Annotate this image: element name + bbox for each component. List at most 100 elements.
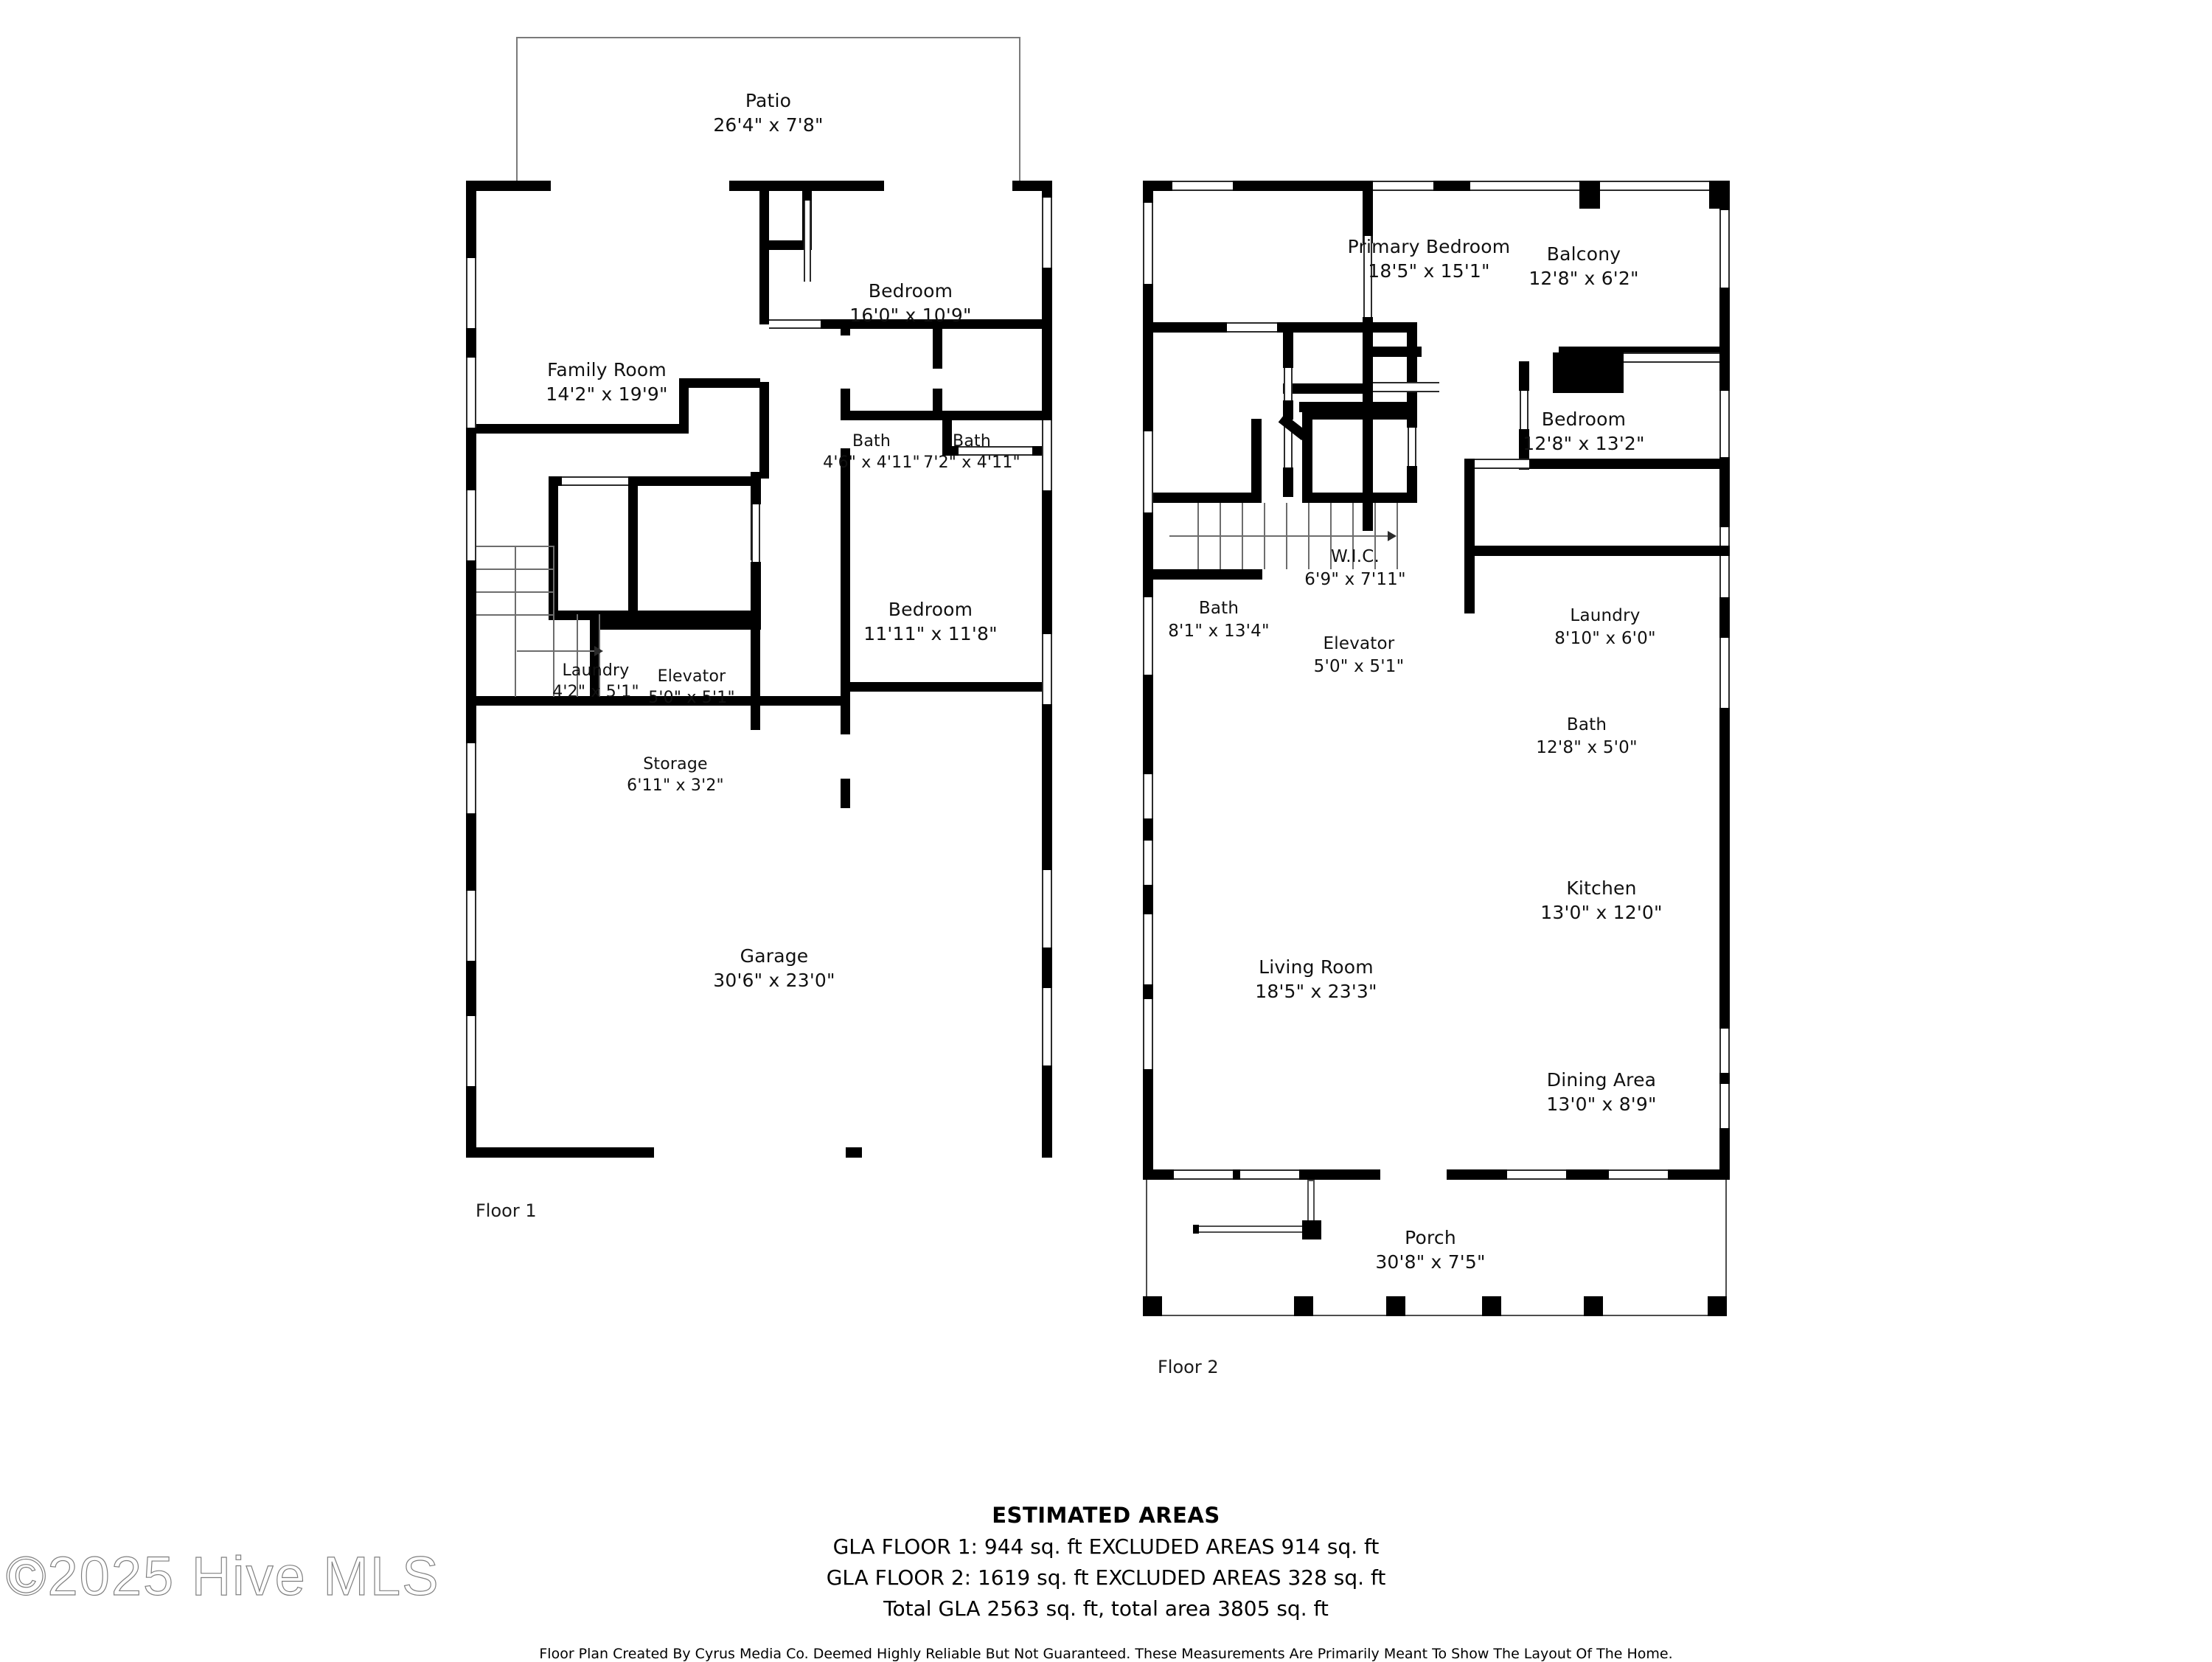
interior-wall-bedroom2-bottom — [841, 682, 1042, 692]
window-left-3 — [466, 490, 476, 560]
room-name: Laundry — [562, 661, 630, 680]
room-name: Porch — [1405, 1227, 1456, 1248]
patio-door-opening-right — [884, 181, 1012, 191]
f2-window-left-2 — [1143, 431, 1153, 512]
stairs-floor1 — [476, 546, 603, 697]
room-name: Family Room — [547, 359, 667, 380]
room-dims: 6'9" x 7'11" — [1304, 569, 1406, 589]
room-label-storage: Storage 6'11" x 3'2" — [627, 754, 724, 797]
room-name: Elevator — [1323, 634, 1395, 653]
bedroom2-closet-door — [959, 446, 1032, 456]
laundry-elevator-divider — [628, 476, 638, 620]
f2-bath3-door — [1475, 459, 1529, 469]
room-name: Living Room — [1259, 956, 1374, 978]
f2-primary-bottom-divider — [1283, 383, 1373, 394]
floor-2-plan: Primary Bedroom 18'5" x 15'1" Balcony 12… — [1143, 181, 1730, 1377]
f2-elevator-door — [1408, 428, 1416, 468]
f2-wic-right-wall — [1407, 322, 1417, 411]
room-name: Bath — [953, 432, 991, 451]
f2-window-top-2 — [1373, 181, 1433, 191]
room-name: Dining Area — [1546, 1069, 1657, 1091]
f2-balcony-left-wall — [1363, 181, 1373, 243]
room-label-bedroom-2: Bedroom 11'11" x 11'8" — [863, 597, 998, 647]
f2-bath-bottom-wall — [1153, 493, 1262, 503]
f2-bedroom2-closet-block — [1553, 352, 1624, 393]
interior-wall-hall-left-lower2 — [759, 383, 769, 464]
f2-bath-top-wall-left — [1153, 322, 1227, 333]
interior-wall-bath-mid — [933, 329, 942, 369]
interior-wall-hall-right-upper — [759, 464, 769, 479]
room-name: Bedroom — [868, 280, 953, 302]
interior-wall-bedroom2-left-lower2 — [841, 779, 850, 808]
room-label-bedroom-f2: Bedroom 12'8" x 13'2" — [1523, 407, 1644, 456]
interior-wall-hall-left-upper — [759, 191, 769, 250]
f2-window-left-1 — [1143, 203, 1153, 284]
bedroom2-closet-bottom — [942, 446, 959, 456]
window-right-5 — [1042, 988, 1052, 1065]
exterior-wall-bottom-left — [466, 1147, 654, 1158]
room-label-elevator-f2: Elevator 5'0" x 5'1" — [1314, 633, 1405, 678]
room-name: Laundry — [1570, 606, 1641, 625]
f2-exterior-wall-bottom-d — [1447, 1169, 1507, 1180]
window-right-4 — [1042, 870, 1052, 948]
porch-post-5 — [1584, 1296, 1603, 1316]
interior-wall-garage-top-2 — [599, 696, 850, 706]
room-label-primary-bedroom: Primary Bedroom 18'5" x 15'1" — [1348, 234, 1511, 284]
garage-door-opening-2 — [862, 1147, 1042, 1158]
room-dims: 16'0" x 10'9" — [849, 305, 972, 327]
room-dims: 12'8" x 5'0" — [1536, 737, 1638, 757]
room-name: Kitchen — [1566, 877, 1637, 899]
interior-wall-bedroom2-left — [841, 448, 850, 692]
f2-bath3-bottom-wall — [1464, 546, 1730, 556]
room-label-bath-2: Bath 7'2" x 4'11" — [923, 431, 1020, 474]
f2-exterior-wall-bottom-a — [1143, 1169, 1174, 1180]
f2-bath-door — [1227, 322, 1277, 333]
footer-title: ESTIMATED AREAS — [992, 1503, 1220, 1528]
room-label-wic: W.I.C. 6'9" x 7'11" — [1304, 546, 1406, 591]
porch-post-6 — [1708, 1296, 1727, 1316]
porch-post-3 — [1386, 1296, 1405, 1316]
room-name: Patio — [745, 90, 792, 111]
exterior-wall-top-mid — [729, 181, 884, 191]
f2-balcony-post-1 — [1579, 181, 1600, 209]
f2-elevator-bottom-wall — [1302, 493, 1417, 503]
room-dims: 5'0" x 5'1" — [648, 689, 735, 708]
room-dims: 30'8" x 7'5" — [1375, 1251, 1486, 1273]
room-name: Elevator — [657, 667, 726, 686]
f2-window-left-6 — [1143, 914, 1153, 984]
room-dims: 4'6" x 4'11" — [823, 453, 920, 473]
room-label-kitchen: Kitchen 13'0" x 12'0" — [1540, 876, 1662, 925]
f2-elevator-right-wall-top — [1407, 409, 1417, 428]
bedroom2-door-opening — [841, 335, 850, 376]
footer-gla-floor-1: GLA FLOOR 1: 944 sq. ft EXCLUDED AREAS 9… — [832, 1534, 1380, 1559]
room-name: Bedroom — [888, 599, 973, 620]
window-left-5 — [466, 891, 476, 961]
room-label-bedroom-1: Bedroom 16'0" x 10'9" — [849, 279, 971, 328]
footer-gla-floor-2: GLA FLOOR 2: 1619 sq. ft EXCLUDED AREAS … — [826, 1565, 1386, 1590]
estimated-areas-footer: ESTIMATED AREAS GLA FLOOR 1: 944 sq. ft … — [0, 1503, 2212, 1662]
closet-opening — [689, 424, 755, 434]
f2-balcony-door — [1363, 236, 1372, 321]
f2-primary-wic-wall — [1283, 467, 1293, 497]
room-dims: 8'1" x 13'4" — [1168, 621, 1270, 641]
room-dims: 12'8" x 13'2" — [1523, 433, 1645, 455]
room-dims: 18'5" x 15'1" — [1368, 260, 1490, 282]
f2-window-right-4 — [1719, 638, 1730, 708]
exterior-wall-top-left — [466, 181, 551, 191]
laundry-elevator-top-wall — [628, 476, 761, 486]
room-name: Bedroom — [1541, 408, 1627, 430]
f2-balcony-opening — [1422, 347, 1559, 357]
closet-door-front — [804, 201, 811, 282]
f2-window-bottom-3 — [1507, 1169, 1566, 1180]
window-left-2 — [466, 358, 476, 428]
room-dims: 18'5" x 23'3" — [1255, 981, 1377, 1003]
garage-door-opening-1 — [654, 1147, 846, 1158]
elevator-right-wall-top — [751, 476, 761, 504]
room-label-laundry-f2: Laundry 8'10" x 6'0" — [1554, 605, 1656, 650]
room-name: Primary Bedroom — [1347, 236, 1511, 257]
room-dims: 13'0" x 8'9" — [1546, 1093, 1657, 1116]
room-dims: 6'11" x 3'2" — [627, 776, 724, 796]
room-name: Bath — [1198, 599, 1239, 618]
f2-elevator-top-wall — [1302, 409, 1417, 420]
